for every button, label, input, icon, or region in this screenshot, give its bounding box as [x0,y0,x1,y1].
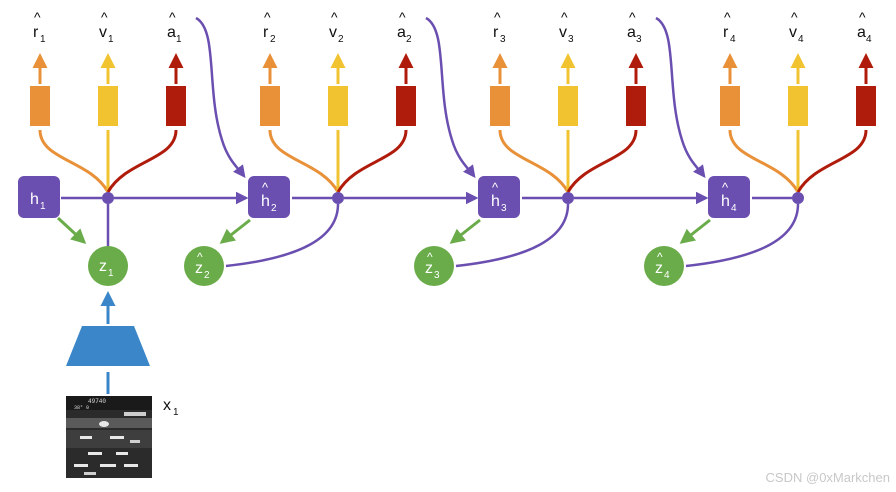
z-node-2: ^ z 2 [184,246,224,286]
svg-text:3: 3 [568,34,574,45]
svg-text:^: ^ [722,180,729,195]
svg-text:^: ^ [399,9,406,25]
svg-text:^: ^ [724,9,731,25]
svg-text:4: 4 [798,34,804,45]
x1-label: x 1 [163,397,179,418]
svg-text:z: z [655,260,663,277]
svg-text:^: ^ [629,9,636,25]
r-label-3: ^ r 3 [493,9,506,45]
svg-text:1: 1 [40,201,46,212]
svg-text:r: r [493,24,499,41]
svg-text:2: 2 [406,34,412,45]
svg-text:v: v [559,24,567,41]
svg-text:^: ^ [262,180,269,195]
atari-frame-image: 49740 38° 0 [66,396,152,478]
svg-text:^: ^ [657,250,663,264]
v-label-4: ^ v 4 [789,9,804,45]
z-node-1: z 1 [88,246,128,286]
svg-text:v: v [99,24,107,41]
input-observation: 49740 38° 0 x 1 [66,291,179,478]
svg-text:1: 1 [173,407,179,418]
svg-text:a: a [167,24,176,41]
svg-text:1: 1 [40,34,46,45]
hidden-state-nodes: h 1 ^ h 2 ^ h 3 ^ h 4 [18,176,750,218]
svg-text:2: 2 [204,270,210,281]
svg-text:z: z [195,260,203,277]
svg-text:^: ^ [859,9,866,25]
v-label-1: ^ v 1 [99,9,114,45]
svg-text:^: ^ [197,250,203,264]
svg-text:4: 4 [866,34,872,45]
svg-text:2: 2 [271,203,277,214]
svg-text:3: 3 [500,34,506,45]
svg-text:4: 4 [730,34,736,45]
svg-text:x: x [163,397,171,414]
svg-text:^: ^ [791,9,798,25]
h-node-3: ^ h 3 [478,176,520,218]
r-label-2: ^ r 2 [263,9,276,45]
svg-text:z: z [99,258,107,275]
a-label-3: ^ a 3 [627,9,642,45]
h-node-1: h 1 [18,176,60,218]
svg-text:^: ^ [331,9,338,25]
svg-text:z: z [425,260,433,277]
svg-text:a: a [397,24,406,41]
svg-text:a: a [857,24,866,41]
svg-text:v: v [329,24,337,41]
svg-text:1: 1 [108,268,114,279]
svg-text:h: h [721,193,730,210]
svg-text:v: v [789,24,797,41]
a-label-4: ^ a 4 [857,9,872,45]
svg-text:r: r [723,24,729,41]
z-node-4: ^ z 4 [644,246,684,286]
a-label-1: ^ a 1 [167,9,182,45]
h-node-4: ^ h 4 [708,176,750,218]
z-node-3: ^ z 3 [414,246,454,286]
junction-dots [102,192,804,204]
svg-text:2: 2 [338,34,344,45]
svg-text:a: a [627,24,636,41]
h-node-2: ^ h 2 [248,176,290,218]
watermark-text: CSDN @0xMarkchen [766,470,890,485]
v-label-2: ^ v 2 [329,9,344,45]
svg-text:3: 3 [501,203,507,214]
svg-text:^: ^ [101,9,108,25]
output-heads [30,53,876,126]
screen-score: 49740 [88,398,106,405]
svg-text:h: h [30,191,39,208]
svg-text:1: 1 [108,34,114,45]
head-links [38,129,868,193]
svg-text:1: 1 [176,34,182,45]
svg-text:^: ^ [169,9,176,25]
encoder-shape [66,326,150,366]
svg-text:^: ^ [427,250,433,264]
latent-nodes: z 1 ^ z 2 ^ z 3 ^ z 4 [88,246,684,286]
recurrent-links [61,16,800,268]
output-labels: ^ r 1 ^ v 1 ^ a 1 ^ r 2 ^ v 2 ^ a 2 [33,9,872,45]
svg-text:2: 2 [270,34,276,45]
representation-arrows [56,216,711,245]
svg-text:^: ^ [561,9,568,25]
svg-text:^: ^ [34,9,41,25]
a-label-2: ^ a 2 [397,9,412,45]
svg-text:^: ^ [492,180,499,195]
svg-text:r: r [263,24,269,41]
svg-text:4: 4 [731,203,737,214]
svg-text:r: r [33,24,39,41]
svg-text:^: ^ [264,9,271,25]
svg-text:4: 4 [664,270,670,281]
r-label-4: ^ r 4 [723,9,736,45]
v-label-3: ^ v 3 [559,9,574,45]
svg-text:3: 3 [434,270,440,281]
svg-text:h: h [261,193,270,210]
svg-text:^: ^ [494,9,501,25]
r-label-1: ^ r 1 [33,9,46,45]
screen-info: 38° 0 [74,405,89,411]
svg-text:h: h [491,193,500,210]
svg-text:3: 3 [636,34,642,45]
